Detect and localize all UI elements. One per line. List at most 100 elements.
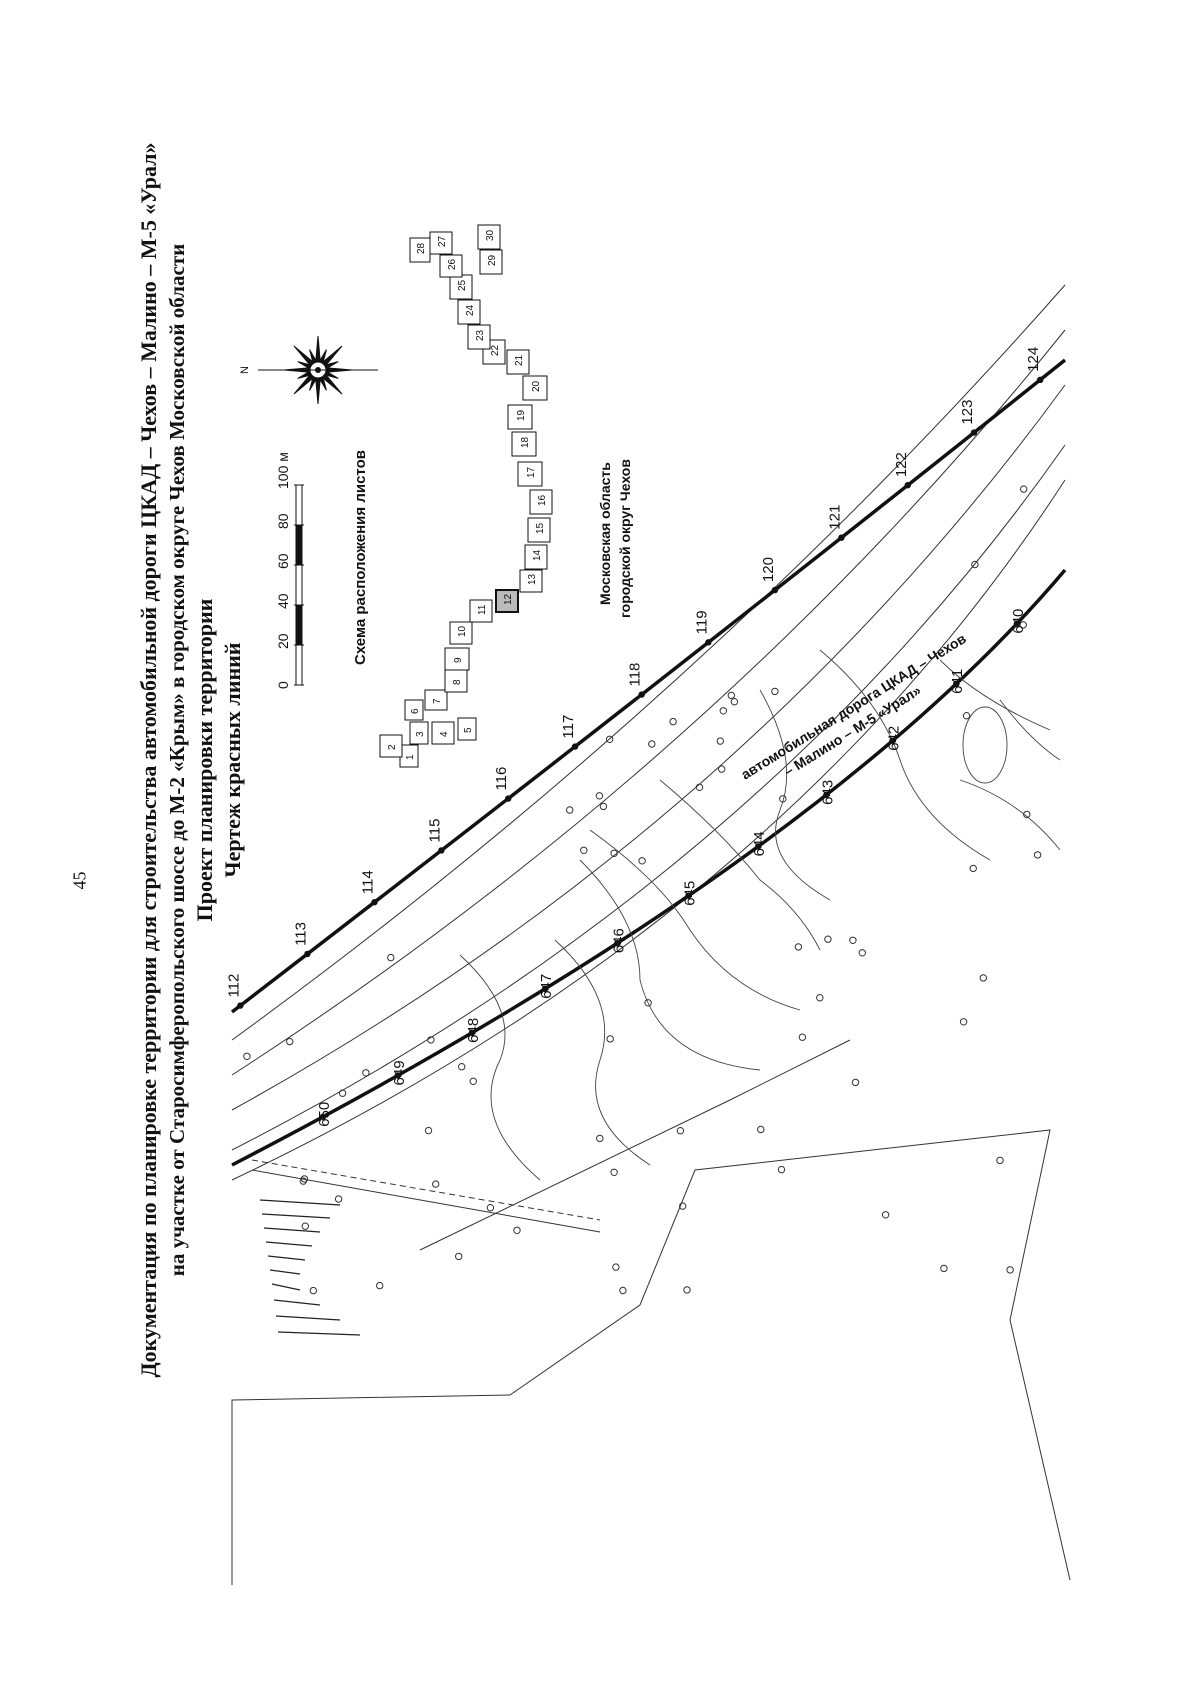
region-label-line-2: городской округ Чехов — [617, 459, 633, 618]
sheet-number: 4 — [439, 731, 450, 737]
sheet-number: 7 — [432, 698, 443, 704]
sheet-box — [457, 717, 477, 741]
red-line-point-north-label: 113 — [292, 922, 309, 946]
red-line-point-south-label: 642 — [886, 726, 903, 751]
red-line-point-south-label: 648 — [465, 1018, 482, 1043]
ditch-line-2 — [251, 1169, 601, 1233]
sheet-number: 3 — [415, 731, 426, 737]
sheet-box — [469, 599, 493, 623]
red-line-point-south-marker — [685, 892, 692, 899]
sheet-number: 21 — [514, 354, 525, 366]
sheet-box — [477, 224, 501, 250]
scale-tick-label: 100 м — [275, 452, 291, 489]
red-line-point-north-label: 119 — [693, 610, 710, 634]
red-line-point-south-label: 650 — [316, 1102, 333, 1127]
sheet-box — [519, 569, 543, 593]
red-line-point-south-label: 645 — [681, 881, 698, 906]
sheet-number: 27 — [437, 235, 448, 247]
sheet-box — [467, 324, 491, 350]
compass-north-label: N — [239, 366, 251, 374]
red-line-point-north-marker — [571, 743, 579, 750]
sheet-box — [457, 299, 481, 325]
sheet-number: 17 — [526, 466, 537, 478]
red-line-point-south-label: 644 — [751, 831, 768, 856]
red-line-point-north-marker — [638, 691, 645, 698]
road-edge-outer-north — [231, 284, 1066, 1041]
red-line-point-north-label: 118 — [627, 663, 644, 687]
red-line-point-north-label: 114 — [359, 870, 376, 894]
red-line-point-south-marker — [889, 737, 896, 744]
sheet-box — [507, 404, 533, 430]
sheet-box — [409, 237, 431, 263]
planning-boundary — [419, 1039, 851, 1251]
red-line-point-south-label: 640 — [1010, 609, 1027, 634]
red-line-point-south-label: 643 — [819, 780, 836, 805]
sheet-box — [522, 375, 548, 401]
sheet-box — [444, 647, 470, 671]
sheet-box — [431, 721, 455, 745]
red-line-point-north-label: 115 — [426, 819, 443, 843]
territory-boundary — [231, 1129, 1071, 1585]
sheet-number: 29 — [487, 254, 498, 266]
red-line-point-north-marker — [705, 639, 712, 646]
sheet-number: 24 — [465, 304, 476, 316]
scale-tick-label: 80 — [275, 513, 291, 529]
sheet-number: 20 — [531, 380, 542, 392]
red-line-point-north-marker — [371, 899, 378, 906]
red-line-point-south-marker — [1013, 620, 1021, 627]
sheet-number: 13 — [527, 573, 538, 585]
sheet-number: 1 — [405, 754, 416, 760]
red-line-point-north-marker — [505, 795, 512, 802]
sheet-number: 2 — [387, 744, 398, 750]
red-line-point-south-label: 647 — [538, 974, 555, 999]
red-line-point-north-label: 123 — [959, 400, 976, 425]
red-line-point-north-marker — [838, 534, 845, 541]
sheet-box — [379, 734, 403, 758]
red-line-point-north-label: 122 — [893, 452, 910, 477]
road-edge-outer-south — [231, 479, 1066, 1181]
red-line-point-north-marker — [438, 847, 445, 854]
sheet-box — [524, 544, 548, 570]
sheet-box — [449, 621, 473, 645]
sheet-box — [495, 589, 519, 613]
red-line-point-north-label: 112 — [225, 974, 242, 998]
contour-closed — [962, 706, 1008, 784]
red-line-north — [230, 358, 1067, 1014]
sheet-number: 16 — [537, 494, 548, 506]
contour-lines — [459, 649, 1061, 1181]
red-line-point-north-label: 117 — [560, 715, 577, 739]
sheet-box — [529, 489, 553, 515]
red-line-point-north-marker — [304, 950, 311, 958]
scale-tick-label: 40 — [275, 593, 291, 609]
red-line-point-north-marker — [970, 429, 978, 436]
sheet-number: 23 — [475, 329, 486, 341]
sheet-box — [479, 249, 503, 275]
red-line-point-south-marker — [319, 1113, 327, 1120]
scale-tick-label: 60 — [275, 553, 291, 569]
sheet-number: 14 — [532, 549, 543, 561]
sheet-number: 5 — [463, 727, 474, 733]
scale-tick-label: 20 — [275, 633, 291, 649]
red-line-point-north-marker — [904, 481, 911, 489]
sheet-number: 25 — [457, 279, 468, 291]
sheet-box — [511, 431, 537, 457]
sheet-number: 22 — [490, 344, 501, 356]
sheet-box — [517, 461, 543, 487]
red-line-point-south-marker — [541, 985, 549, 993]
sheet-number: 10 — [457, 625, 468, 637]
tree-marks — [243, 485, 1042, 1295]
scale-tick-label: 0 — [275, 681, 291, 689]
road-center — [231, 384, 1066, 1111]
sheet-box — [404, 699, 424, 721]
sheet-box — [409, 721, 429, 745]
sheet-scheme-title: Схема расположения листов — [352, 450, 369, 665]
sheet-number: 19 — [516, 409, 527, 421]
road-label-group: автомобильная дорога ЦКАД – Чехов – Мали… — [738, 630, 969, 783]
red-line-point-north-label: 124 — [1025, 347, 1042, 372]
sheet-number: 15 — [535, 522, 546, 534]
road-lines — [231, 284, 1066, 1181]
sheet-number: 9 — [453, 657, 464, 663]
red-line-point-south-marker — [394, 1072, 401, 1079]
